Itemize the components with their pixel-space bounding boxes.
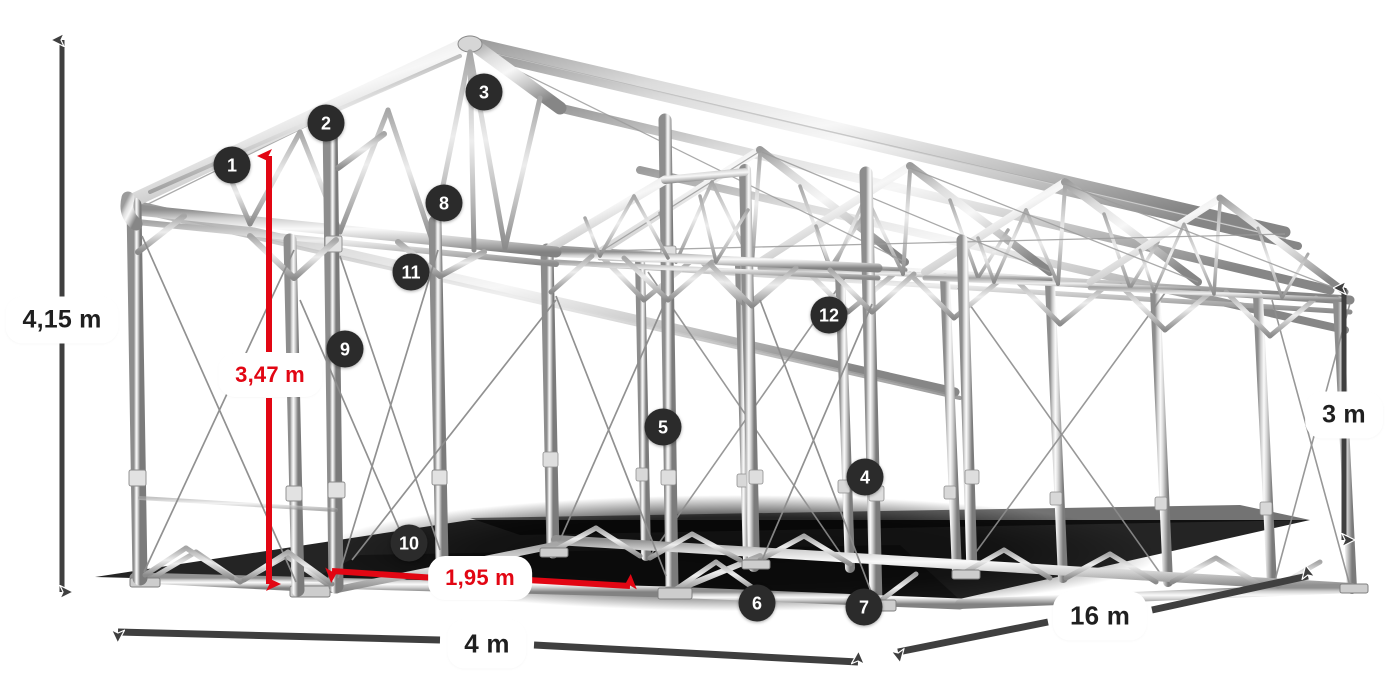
part-marker-7[interactable]: 7 [845,588,883,626]
part-marker-10[interactable]: 10 [390,524,428,562]
part-marker-2[interactable]: 2 [307,104,345,142]
dimension-label-width: 4 m [450,622,524,666]
dimension-arrow-bay-spacing [325,567,637,590]
inner-gable-frame [540,113,980,611]
part-marker-6[interactable]: 6 [738,584,776,622]
part-marker-12[interactable]: 12 [810,296,848,334]
dimension-label-side-height: 3 m [1308,394,1380,436]
dimension-arrow-width [118,628,858,666]
dimension-label-length: 16 m [1055,594,1145,638]
dimension-label-eave-height: 3,47 m [221,356,319,394]
part-marker-3[interactable]: 3 [465,73,503,111]
part-marker-11[interactable]: 11 [392,253,430,291]
dimension-arrow-length [898,576,1308,652]
base-rails [129,535,1357,610]
part-marker-8[interactable]: 8 [425,184,463,222]
dimension-label-bay-spacing: 1,95 m [431,559,529,597]
part-marker-1[interactable]: 1 [213,146,251,184]
part-marker-5[interactable]: 5 [644,408,682,446]
dimension-label-total-height: 4,15 m [8,299,116,341]
part-marker-4[interactable]: 4 [846,458,884,496]
roof-bracing-cables [139,45,1346,293]
part-marker-9[interactable]: 9 [326,330,364,368]
